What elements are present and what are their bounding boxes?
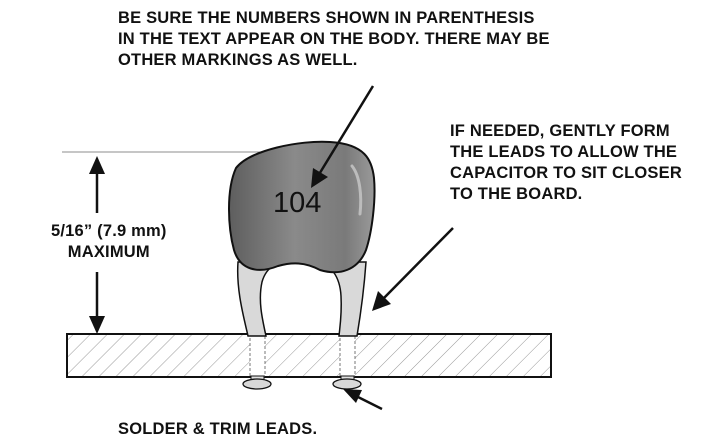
capacitor-marking: 104 (273, 187, 321, 219)
pointer-arrows (311, 85, 454, 411)
lead-forming-instruction: IF NEEDED, GENTLY FORM THE LEADS TO ALLO… (450, 122, 682, 203)
capacitor-leads (236, 261, 367, 383)
solder-instruction: SOLDER & TRIM LEADS. (118, 420, 318, 438)
capacitor-body (228, 140, 376, 274)
circuit-board (66, 333, 552, 378)
board-holes (249, 335, 356, 377)
marking-instruction: BE SURE THE NUMBERS SHOWN IN PARENTHESIS… (118, 9, 550, 69)
solder-joints (242, 378, 362, 390)
capacitor-highlight (350, 164, 363, 216)
height-limit-label: 5/16” (7.9 mm) MAXIMUM (51, 222, 167, 261)
height-dimension-arrows (89, 156, 105, 334)
